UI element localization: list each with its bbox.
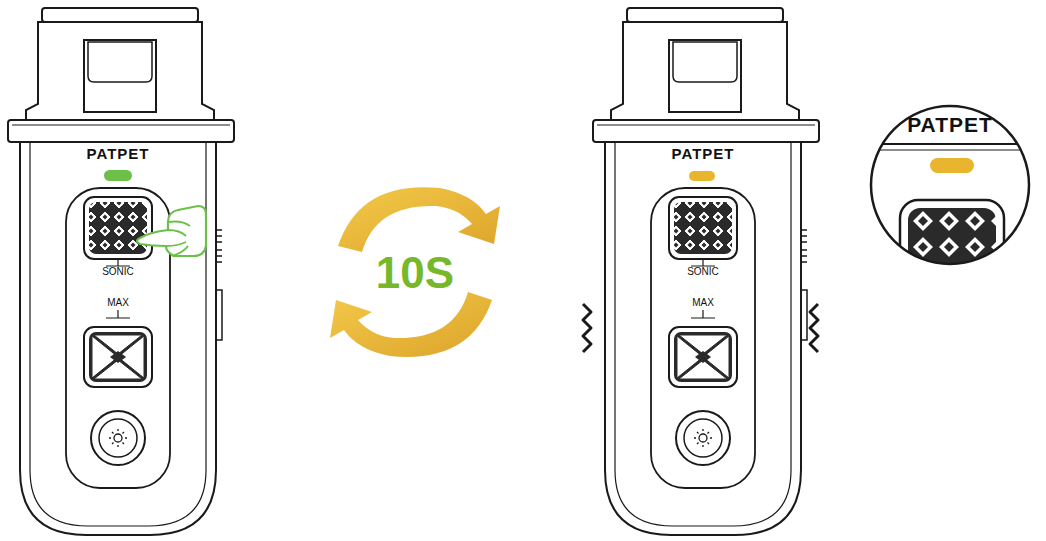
duration-label: 10S — [376, 251, 454, 295]
button-label: SONIC — [102, 267, 134, 277]
button-label: MAX — [692, 298, 714, 308]
brand-label: PATPET — [672, 146, 735, 161]
brand-label: PATPET — [87, 146, 150, 161]
brand-label: PATPET — [907, 114, 993, 135]
button-label: SONIC — [687, 267, 719, 277]
button-label: MAX — [107, 298, 129, 308]
